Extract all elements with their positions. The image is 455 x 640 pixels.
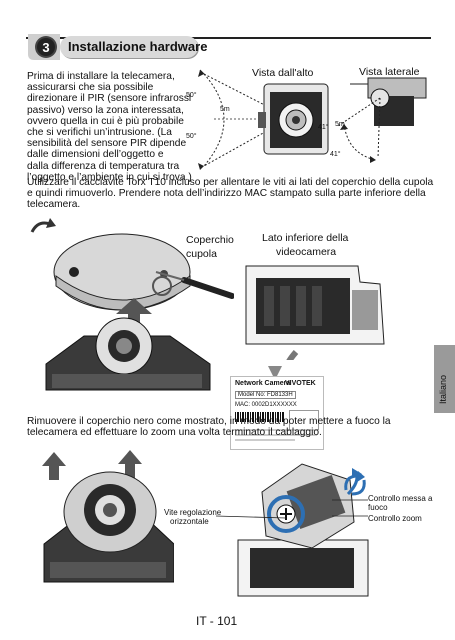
language-side-tab-label: Italiano: [438, 374, 448, 404]
focus-control-label-line2: fuoco: [368, 503, 388, 512]
view-top-label: Vista dall'alto: [252, 67, 314, 79]
barcode: [235, 412, 285, 422]
step-number: 3: [42, 40, 49, 55]
cover-label-line1: Coperchio: [186, 234, 234, 246]
tilt-screw-label-line2: orizzontale: [170, 517, 209, 526]
pir-angle-top: 50°: [186, 92, 197, 99]
mac-card-mac: MAC: 0002D1XXXXXX: [235, 402, 297, 408]
dome-cover-illustration: [30, 218, 234, 391]
pir-angle-bottom: 50°: [186, 133, 197, 140]
focus-control-label-line1: Controllo messa a: [368, 494, 433, 503]
torx-line: e quindi rimuoverlo. Prendere nota dell’…: [27, 188, 426, 200]
lens-adjustment-illustration: [237, 463, 369, 597]
section-title: Installazione hardware: [68, 39, 208, 54]
focus-line: Rimuovere il coperchio nero come mostrat…: [27, 416, 391, 427]
focus-line: telecamera ed effettuare lo zoom una vol…: [27, 427, 322, 439]
underside-label-line2: videocamera: [276, 246, 337, 258]
intro-line: l’oggetto e l’ambiente in cui si trova.): [27, 171, 192, 183]
intro-line: assicurarsi che sia possibile: [27, 82, 154, 94]
cover-label-line2: cupola: [186, 248, 217, 260]
mac-card-brand: VIVOTEK: [285, 380, 316, 387]
mac-card-fineprint: [235, 434, 317, 436]
pir-top-view-diagram: [198, 69, 329, 170]
focus-rotation-arrow-icon: [344, 471, 366, 496]
focus-step-paragraph: Rimuovere il coperchio nero come mostrat…: [27, 416, 432, 438]
control-leader-lines: [332, 499, 368, 517]
down-arrow-icon: [268, 366, 282, 380]
page-number: IT - 101: [196, 614, 238, 628]
intro-line: sensibilità del sensore PIR dipende: [27, 138, 187, 150]
intro-line: dalle dimensioni dell’oggetto e: [27, 149, 164, 161]
tilt-screw-leader-line: [216, 515, 287, 519]
pir-side-view-diagram: [337, 77, 427, 163]
side-distance: 5m: [335, 121, 345, 128]
mac-card-product: Network Camera: [235, 380, 291, 387]
intro-line: Prima di installare la telecamera,: [27, 71, 175, 82]
side-angle-bottom: 41°: [330, 151, 341, 158]
mac-card-fineprint: [235, 429, 317, 431]
intro-paragraph: Prima di installare la telecamera, assic…: [27, 71, 207, 183]
mac-label-card: Network Camera VIVOTEK Model No: FD8133H…: [230, 376, 324, 450]
pir-distance: 5m: [220, 106, 230, 113]
camera-underside-illustration: [245, 265, 385, 360]
intro-line: direzionare il PIR (sensore infrarossi: [27, 93, 192, 105]
mac-card-model: Model No: FD8133H: [235, 391, 296, 399]
title-pill: [60, 36, 198, 58]
underside-label-line1: Lato inferiore della: [262, 232, 349, 244]
step-number-badge: 3: [28, 34, 60, 60]
torx-line: telecamera.: [27, 199, 81, 211]
torx-line: Utilizzare il cacciavite Torx T10 inclus…: [27, 177, 434, 188]
language-side-tab: [434, 345, 455, 413]
view-side-label: Vista laterale: [359, 66, 420, 78]
camera-open-illustration: [42, 450, 174, 583]
intro-line: dalla differenza di temperatura tra: [27, 160, 180, 172]
intro-line: passivo) verso la zona interessata,: [27, 104, 184, 116]
intro-line: che si verifichi un’intrusione. (La: [27, 127, 172, 139]
mac-card-fineprint: [235, 439, 295, 441]
zoom-control-label: Controllo zoom: [368, 514, 422, 523]
header-rule: [26, 37, 431, 39]
torx-step-paragraph: Utilizzare il cacciavite Torx T10 inclus…: [27, 177, 434, 211]
tilt-screw-label-line1: Vite regolazione: [164, 508, 222, 517]
side-angle-top: 41°: [318, 124, 329, 131]
intro-line: ovvero quella in cui è più probabile: [27, 115, 184, 127]
